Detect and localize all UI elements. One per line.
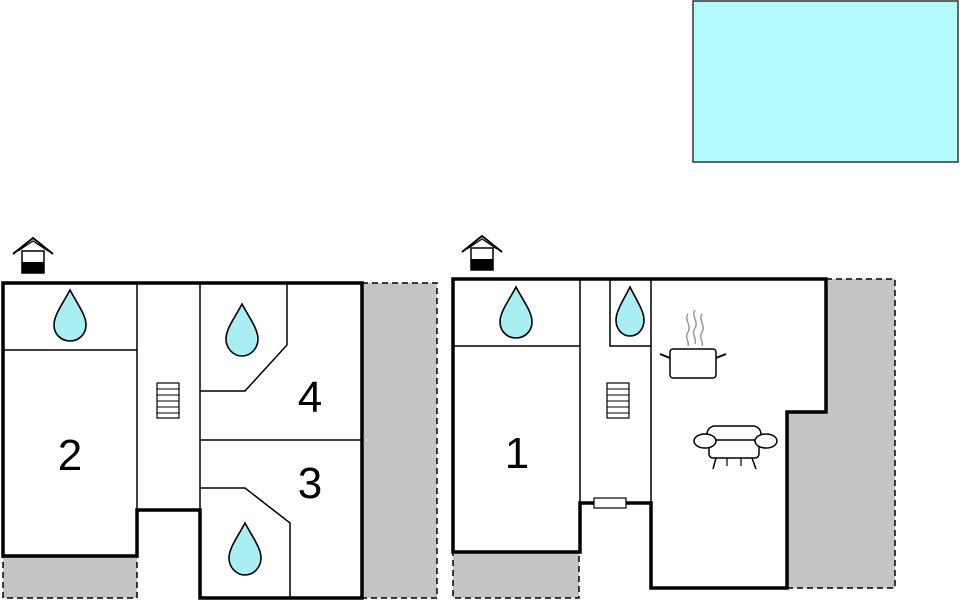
stairs-icon [606, 382, 630, 419]
window [593, 497, 627, 509]
sofa-icon [693, 425, 778, 470]
exterior-wall [1, 281, 364, 600]
building-right: 1 [451, 234, 896, 599]
bathroom-wall [200, 283, 288, 392]
exterior-wall [451, 277, 828, 590]
room-label-1: 1 [505, 429, 529, 478]
terrace-right [361, 282, 438, 599]
bathroom-wall [200, 487, 291, 598]
terrace-bottom [452, 551, 580, 599]
bathroom-wall [609, 279, 651, 347]
room-label-2: 2 [58, 431, 82, 480]
water-drop-icon [228, 521, 262, 576]
room-label-4: 4 [298, 373, 322, 422]
water-drop-icon [615, 285, 645, 337]
water-drop-icon [225, 302, 259, 357]
building-left: 2 4 3 [1, 236, 438, 600]
house-entrance-icon [12, 236, 54, 274]
cooking-pot-icon [659, 309, 727, 379]
house-entrance-icon [461, 234, 503, 271]
swimming-pool [692, 0, 959, 163]
terrace-bottom [2, 555, 138, 599]
water-drop-icon [499, 285, 533, 339]
stairs-icon [156, 382, 180, 419]
water-drop-icon [53, 288, 87, 342]
terrace-right [786, 278, 896, 589]
room-label-3: 3 [298, 459, 322, 508]
